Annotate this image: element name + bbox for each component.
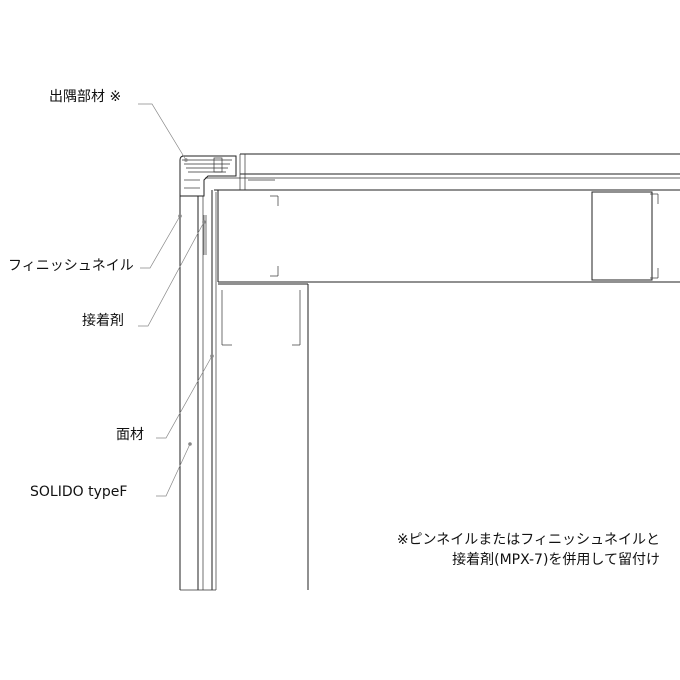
leader-solido [156,442,192,497]
leader-face-material [156,354,214,439]
horizontal-panel [205,153,680,191]
leader-corner-member [138,103,188,162]
note-line-2: 接着剤(MPX-7)を併用して留付け [452,552,660,569]
leader-adhesive [138,220,206,327]
note-line-1: ※ピンネイルまたはフィニッシュネイルと [396,532,660,548]
horizontal-structural-member [217,190,680,283]
label-face-material: 面材 [116,427,144,443]
installation-note: ※ピンネイルまたはフィニッシュネイルと 接着剤(MPX-7)を併用して留付け [397,530,660,571]
corner-member-shape [179,155,237,197]
vertical-member [218,283,309,590]
label-solido: SOLIDO typeF [30,484,128,500]
stud-box [591,191,659,281]
label-corner-member: 出隅部材 ※ [49,89,122,105]
leader-finish-nail [140,214,182,269]
label-finish-nail: フィニッシュネイル [8,258,134,274]
label-adhesive: 接着剤 [82,313,124,329]
vertical-panel [179,190,217,591]
